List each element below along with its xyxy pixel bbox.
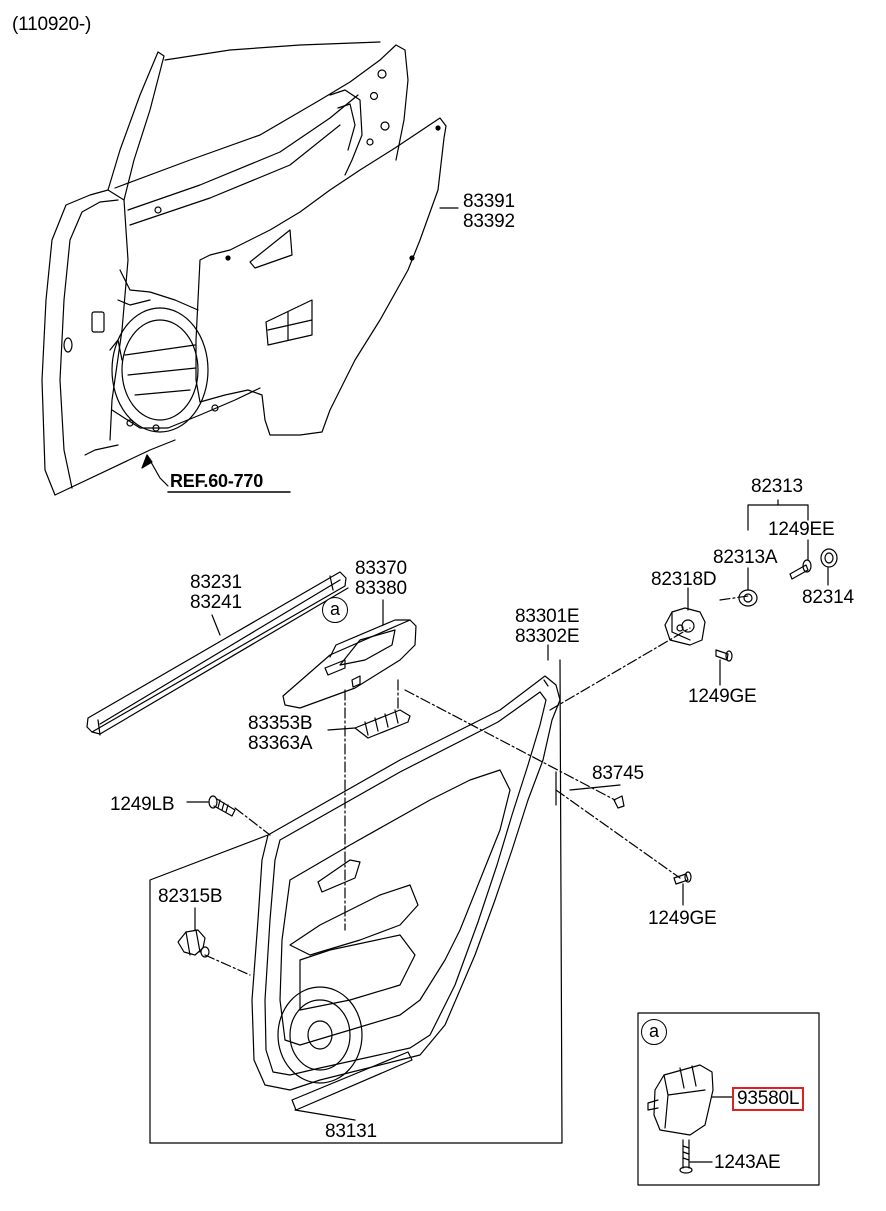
leader-lines [204, 595, 749, 976]
part-label-83370: 83370 [355, 558, 407, 579]
screw-1249ge-2-drawing [673, 871, 692, 885]
screw-1243ae-drawing [679, 1139, 693, 1174]
part-label-83301e: 83301E [515, 606, 580, 627]
detail-box [637, 1012, 820, 1186]
switch-panel-drawing [282, 599, 417, 709]
clip-83745-drawing [613, 795, 625, 809]
door-trim-panel-drawing [251, 675, 561, 1111]
part-label-1249ge-top: 1249GE [688, 686, 757, 707]
ref-arrow [141, 454, 291, 493]
ref-label[interactable]: REF.60-770 [170, 471, 264, 491]
part-label-1249ge-bottom: 1249GE [648, 908, 717, 929]
callout-a-main: a [322, 597, 348, 623]
part-label-83380: 83380 [355, 578, 407, 599]
part-label-83392: 83392 [463, 211, 515, 232]
part-label-1243ae: 1243AE [714, 1152, 781, 1173]
screw-1249ee-drawing [789, 559, 812, 580]
part-label-83391: 83391 [463, 191, 515, 212]
part-label-83353b: 83353B [248, 713, 313, 734]
part-label-83745: 83745 [592, 763, 644, 784]
part-label-82313: 82313 [751, 476, 803, 497]
screw-1249ge-1-drawing [715, 649, 733, 662]
part-label-83363a: 83363A [248, 733, 313, 754]
part-label-83302e: 83302E [515, 626, 580, 647]
waterproof-sheet-drawing [195, 117, 447, 436]
window-switch-drawing [647, 1064, 714, 1136]
callout-a-detail: a [641, 1019, 667, 1045]
cap-82314-drawing [820, 548, 838, 568]
grommet-82313a-drawing [738, 589, 758, 607]
weatherstrip-drawing [86, 571, 349, 736]
part-label-82314: 82314 [802, 587, 854, 608]
door-frame-drawing [41, 41, 409, 496]
part-label-83231: 83231 [190, 572, 242, 593]
part-label-93580l[interactable]: 93580L [732, 1087, 805, 1111]
part-label-1249lb: 1249LB [110, 794, 175, 815]
clip-82315b-drawing [177, 929, 210, 958]
screw-1249lb-drawing [208, 795, 236, 817]
part-label-82315b: 82315B [158, 886, 223, 907]
part-label-82313a: 82313A [713, 547, 778, 568]
part-label-82318d: 82318D [651, 569, 717, 590]
part-label-83131: 83131 [325, 1121, 377, 1142]
part-label-1249ee: 1249EE [768, 519, 835, 540]
switch-bracket-drawing [354, 709, 411, 739]
part-label-83241: 83241 [190, 592, 242, 613]
date-code: (110920-) [12, 14, 92, 35]
handle-bracket-drawing [664, 607, 706, 646]
